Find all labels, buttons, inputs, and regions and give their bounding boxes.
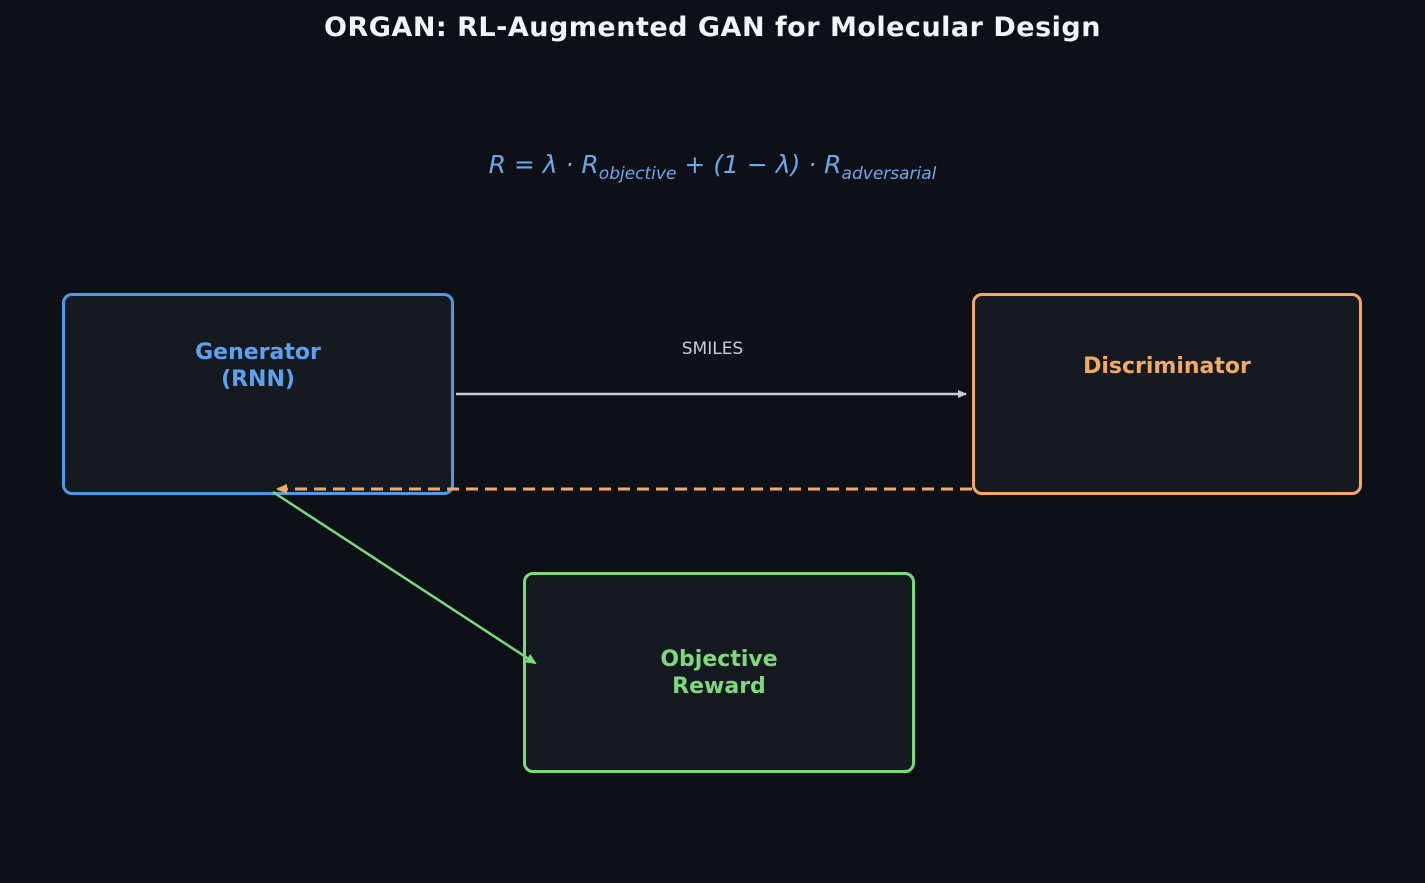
smiles-edge-label: SMILES	[681, 339, 744, 359]
discriminator-label: Discriminator	[1083, 353, 1251, 379]
reward-formula: R = λ · Robjective + (1 − λ) · Radversar…	[0, 150, 1425, 184]
formula-mid: + (1 − λ) · R	[676, 150, 842, 179]
formula-subscript-objective: objective	[598, 164, 677, 184]
generator-label-line2: (RNN)	[221, 367, 295, 392]
generator-node: Generator (RNN)	[62, 293, 454, 495]
formula-lhs: R = λ · R	[488, 150, 599, 179]
formula-subscript-adversarial: adversarial	[841, 164, 937, 184]
edge-generator-to-objective-reward	[272, 490, 537, 665]
generator-label-line1: Generator	[195, 340, 321, 365]
discriminator-node: Discriminator	[972, 293, 1362, 495]
objective-reward-label-line2: Reward	[672, 673, 766, 699]
page-title: ORGAN: RL-Augmented GAN for Molecular De…	[324, 12, 1101, 43]
objective-reward-label-line1: Objective	[660, 646, 778, 672]
objective-reward-node: Objective Reward	[523, 572, 915, 773]
